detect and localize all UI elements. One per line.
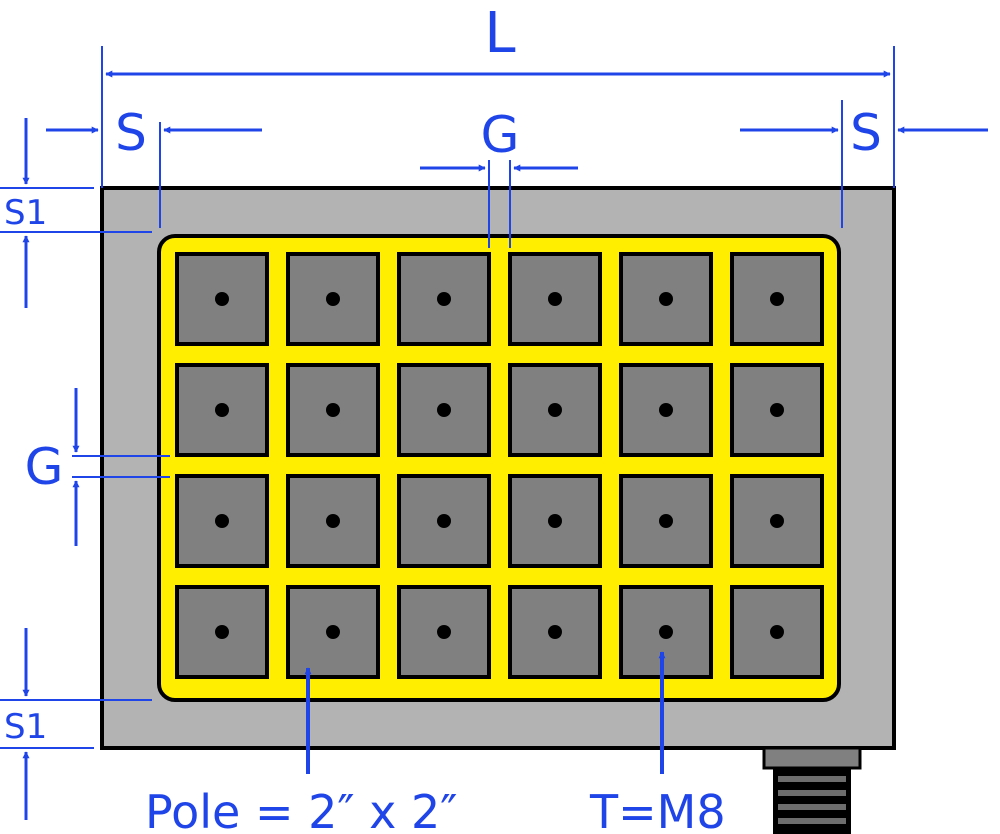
thread-hole bbox=[326, 403, 340, 417]
thread-hole bbox=[215, 625, 229, 639]
pole-label: Pole = 2″ x 2″ bbox=[145, 785, 457, 834]
thread-hole bbox=[326, 625, 340, 639]
thread-hole bbox=[437, 625, 451, 639]
thread-hole bbox=[770, 403, 784, 417]
pole-square bbox=[397, 585, 491, 679]
side-left-label: S bbox=[115, 104, 147, 162]
connector bbox=[762, 746, 862, 834]
thread-hole bbox=[326, 292, 340, 306]
thread-hole bbox=[659, 403, 673, 417]
gap-top-label: G bbox=[481, 106, 520, 164]
gap-left-label: G bbox=[25, 438, 64, 496]
thread-hole bbox=[215, 292, 229, 306]
thread-hole bbox=[770, 514, 784, 528]
thread-hole bbox=[770, 292, 784, 306]
thread-hole bbox=[548, 514, 562, 528]
thread-hole bbox=[659, 625, 673, 639]
side-right-dimension bbox=[740, 100, 988, 228]
s1-top-label: S1 bbox=[4, 193, 47, 233]
thread-hole bbox=[437, 403, 451, 417]
pole-grid bbox=[175, 252, 824, 679]
s1-top-dimension bbox=[0, 118, 152, 308]
gap-top-dimension bbox=[420, 160, 578, 248]
thread-hole bbox=[548, 403, 562, 417]
gap-left-dimension bbox=[72, 388, 170, 546]
side-left-dimension bbox=[46, 122, 262, 228]
thread-hole bbox=[437, 514, 451, 528]
pole-frame bbox=[157, 234, 841, 702]
thread-hole bbox=[215, 403, 229, 417]
thread-hole bbox=[548, 625, 562, 639]
thread-label: T=M8 bbox=[589, 785, 726, 834]
length-dimension bbox=[101, 46, 895, 188]
s1-bottom-dimension bbox=[0, 628, 152, 820]
side-right-label: S bbox=[850, 104, 882, 162]
s1-bottom-label: S1 bbox=[4, 707, 47, 747]
thread-hole bbox=[326, 514, 340, 528]
thread-hole bbox=[659, 292, 673, 306]
thread-hole bbox=[770, 625, 784, 639]
length-label: L bbox=[484, 1, 515, 66]
thread-hole bbox=[437, 292, 451, 306]
thread-hole bbox=[548, 292, 562, 306]
thread-hole bbox=[659, 514, 673, 528]
thread-hole bbox=[215, 514, 229, 528]
